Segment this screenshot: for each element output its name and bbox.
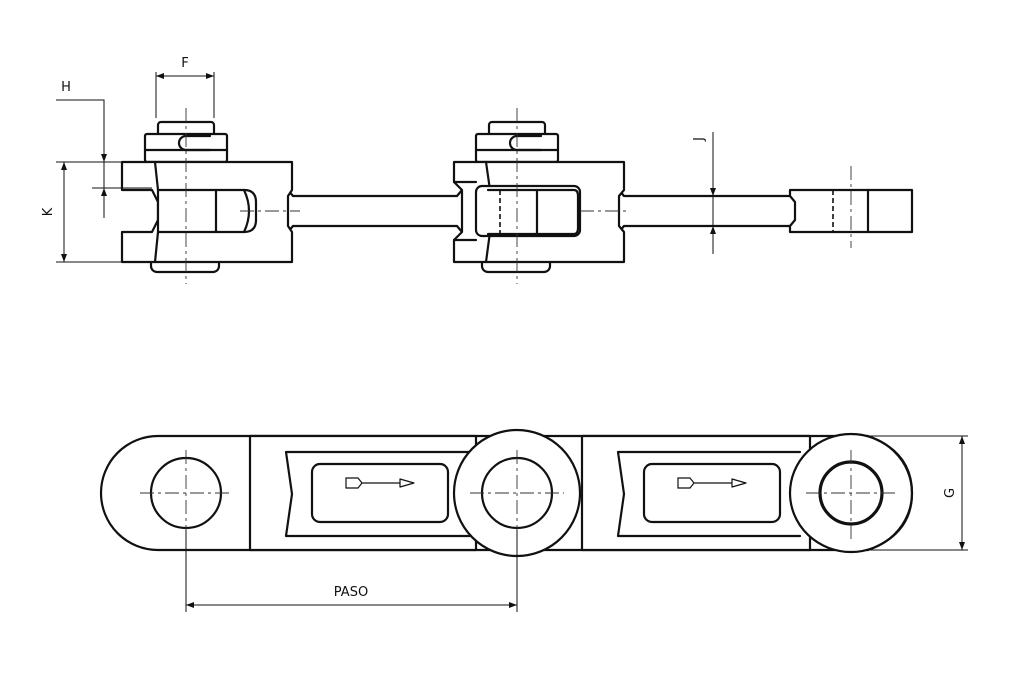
- dimension-j: J: [692, 132, 716, 254]
- side-view: [99, 428, 914, 558]
- top-link-bar-2: [617, 188, 792, 234]
- side-slot-2: [642, 462, 782, 524]
- label-h: H: [61, 80, 71, 95]
- side-plate-lines-1: [284, 450, 472, 538]
- direction-arrow-icon-1: [345, 477, 415, 489]
- top-joint-1: [120, 120, 294, 274]
- top-view: [120, 108, 914, 284]
- dimension-paso: PASO: [185, 530, 518, 612]
- label-j: J: [692, 137, 707, 142]
- top-link-bar-1: [286, 188, 464, 234]
- label-k: K: [41, 207, 56, 216]
- dimension-k: K: [41, 161, 122, 263]
- direction-arrow-icon-2: [677, 477, 747, 489]
- side-slot-1: [310, 462, 450, 524]
- dimension-g: G: [868, 435, 968, 551]
- label-paso: PASO: [334, 585, 368, 600]
- side-centerline-1: [140, 450, 232, 540]
- side-plate-lines-2: [616, 450, 802, 538]
- side-centerline-3: [806, 450, 896, 540]
- side-end-plate: [866, 434, 914, 552]
- dimension-h: H: [56, 80, 152, 218]
- label-g: G: [943, 488, 958, 498]
- top-joint-2: [452, 120, 626, 274]
- dimension-f: F: [155, 56, 215, 118]
- side-centerline-2: [470, 450, 564, 540]
- label-f: F: [181, 56, 188, 71]
